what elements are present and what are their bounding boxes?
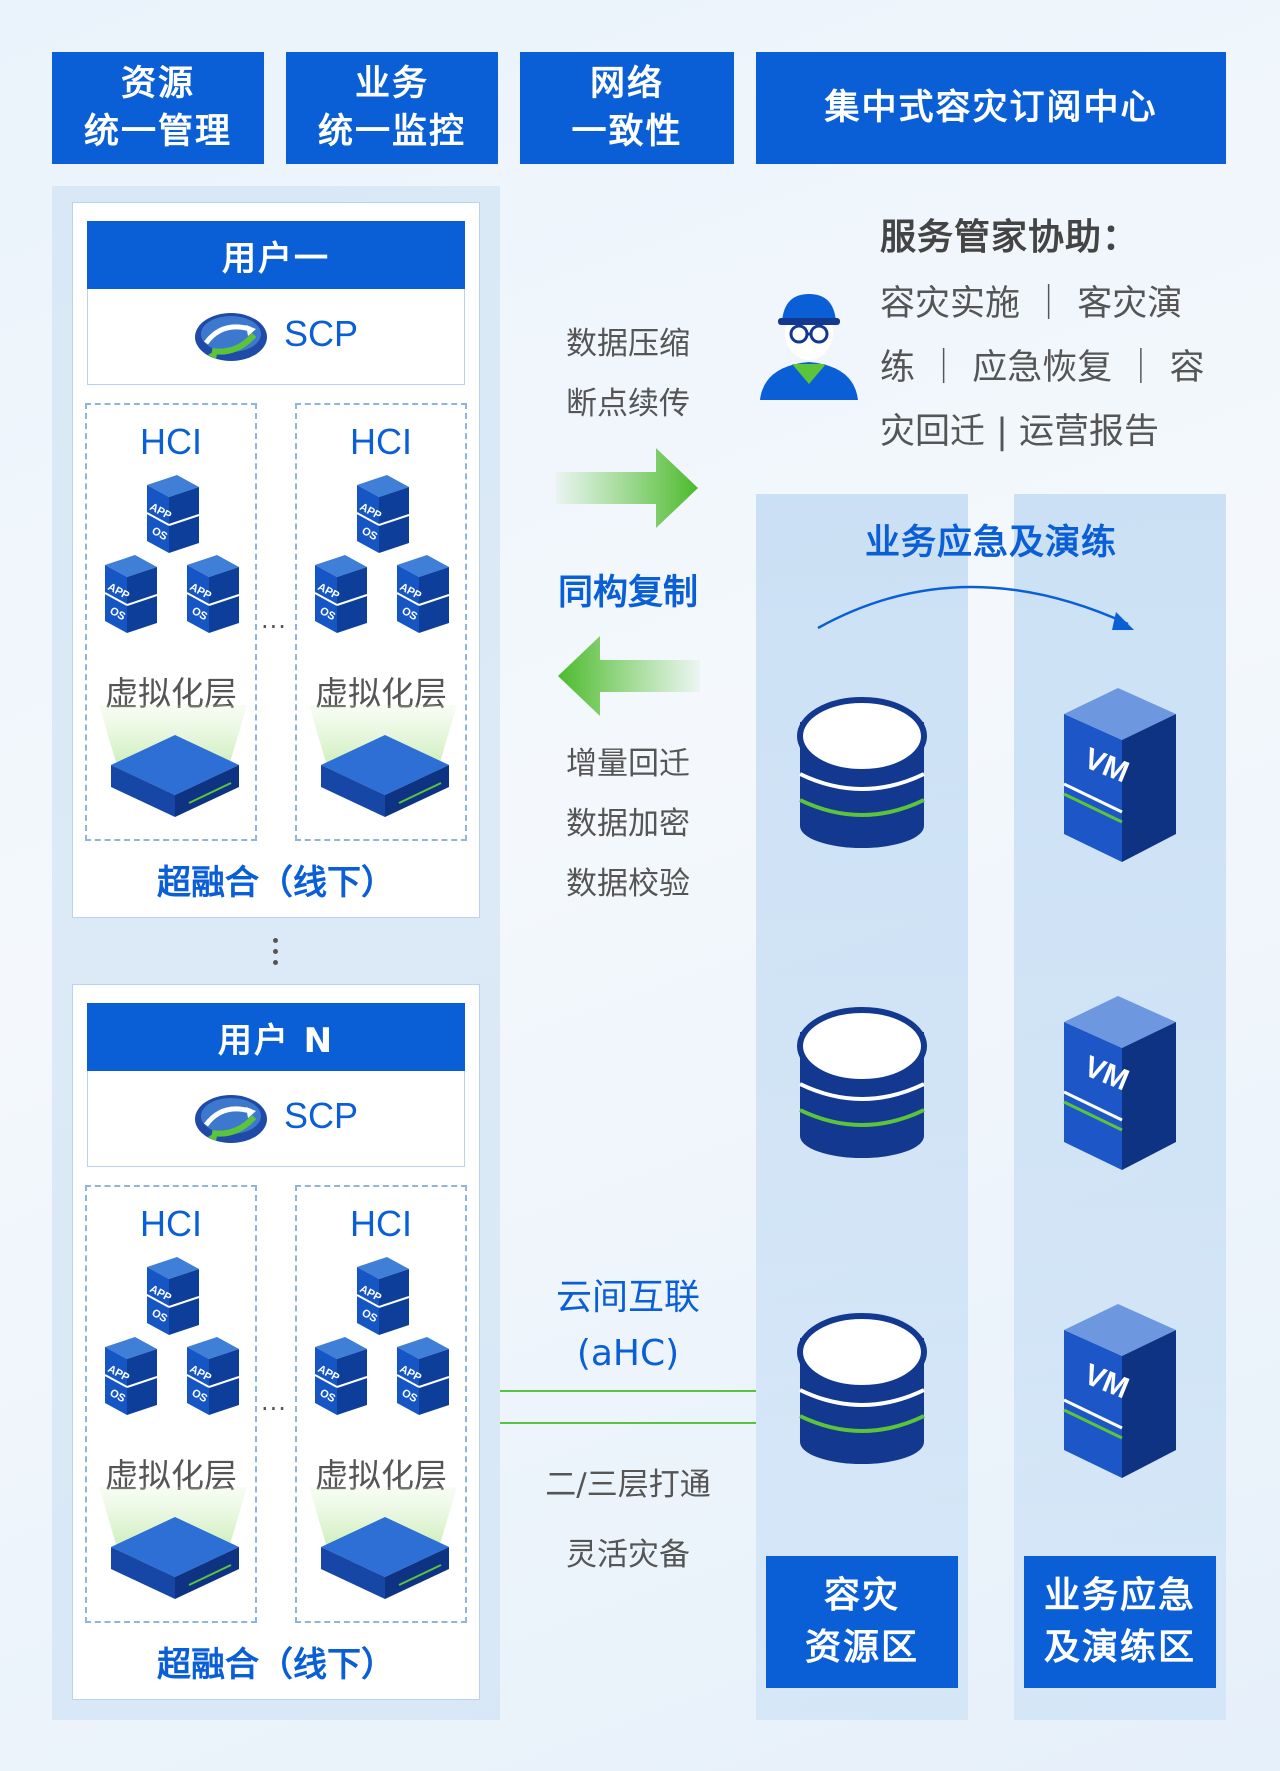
zone-label-line: 业务应急 — [1043, 1575, 1196, 1616]
app-os-cube-icon: APP OS — [314, 1337, 368, 1415]
database-icon — [797, 1313, 927, 1464]
service-engineer-avatar-icon — [760, 294, 858, 400]
hci-title: HCI — [350, 421, 412, 462]
service-line: 容灾实施 ｜ 客灾演 — [880, 284, 1183, 324]
app-os-cube-icon: APP OS — [314, 555, 368, 633]
feature-list-top: 数据压缩 断点续传 — [500, 314, 756, 434]
app-os-cube-icon: APP OS — [104, 555, 158, 633]
app-os-cube-icon: APP OS — [104, 1337, 158, 1415]
header-line: 一致性 — [571, 112, 683, 152]
scp-cloud-icon — [195, 313, 267, 361]
database-icon — [797, 697, 927, 848]
network-features: 二/三层打通 灵活灾备 — [500, 1450, 756, 1590]
hci-node: HCI APP OS APP OS APP OS — [295, 1185, 467, 1623]
scp-cloud-icon — [195, 1095, 267, 1143]
hci-ellipsis: ··· — [261, 1395, 287, 1423]
network-link-line — [500, 1390, 756, 1392]
hyperconverged-offline-label: 超融合（线下） — [157, 863, 395, 903]
feature-item: 数据压缩 — [566, 326, 690, 362]
zone-label-line: 容灾 — [823, 1575, 900, 1616]
service-assist-title: 服务管家协助： — [880, 217, 1140, 258]
vm-icon: VM — [1063, 996, 1176, 1170]
hci-ellipsis: ··· — [261, 613, 287, 641]
drill-zone-label: 业务应急 及演练区 — [1024, 1556, 1216, 1688]
feature-item: 数据校验 — [566, 866, 690, 902]
scp-label: SCP — [284, 313, 359, 354]
dr-resource-zone-label: 容灾 资源区 — [766, 1556, 958, 1688]
cloud-interconnect-label: 云间互联 (aHC) — [500, 1270, 756, 1382]
service-line: 练 ｜ 应急恢复 ｜ 容 — [880, 348, 1205, 388]
header-business-monitoring: 业务 统一监控 — [286, 52, 498, 164]
homogeneous-replication-label: 同构复制 — [557, 573, 698, 613]
service-assist-list: 容灾实施 ｜ 客灾演 练 ｜ 应急恢复 ｜ 容 灾回迁 | 运营报告 — [880, 272, 1210, 464]
app-os-cube-icon: APP OS — [396, 555, 450, 633]
hci-node: HCI APP OS APP OS APP OS — [85, 1185, 257, 1623]
app-os-cube-icon: APP OS — [186, 555, 240, 633]
user-panel-1: 用户一 SCP HCI APP OS APP — [72, 202, 480, 918]
vm-icon: VM — [1063, 688, 1176, 862]
user-title: 用户 N — [87, 1003, 465, 1071]
hci-node: HCI APP OS APP OS APP OS — [85, 403, 257, 841]
interconnect-line: 云间互联 — [555, 1277, 700, 1318]
interconnect-line: (aHC) — [576, 1333, 680, 1374]
hci-server-appliance-icon — [111, 1517, 239, 1599]
app-os-cube-icon: APP OS — [396, 1337, 450, 1415]
feature-item: 增量回迁 — [566, 746, 690, 782]
app-os-cube-icon: APP OS — [356, 1257, 410, 1335]
feature-item: 二/三层打通 — [545, 1467, 711, 1503]
curved-arrow-icon — [817, 585, 1134, 630]
scp-label: SCP — [284, 1095, 359, 1136]
header-line: 统一管理 — [83, 112, 232, 152]
vertical-ellipsis-icon — [272, 938, 280, 971]
app-os-cube-icon: APP OS — [186, 1337, 240, 1415]
hyperconverged-offline-label: 超融合（线下） — [157, 1645, 395, 1685]
hci-title: HCI — [350, 1203, 412, 1244]
feature-list-bottom: 增量回迁 数据加密 数据校验 — [500, 734, 756, 914]
zone-label-line: 及演练区 — [1043, 1627, 1196, 1668]
feature-item: 灵活灾备 — [566, 1537, 690, 1573]
arrow-left-icon — [558, 636, 700, 716]
user-title: 用户一 — [87, 221, 465, 289]
header-resource-management: 资源 统一管理 — [52, 52, 264, 164]
header-line: 网络 — [589, 64, 664, 104]
feature-item: 数据加密 — [566, 806, 690, 842]
arrow-right-icon — [556, 448, 698, 528]
hci-server-appliance-icon — [111, 735, 239, 817]
business-emergency-drill-title: 业务应急及演练 — [864, 523, 1117, 563]
feature-item: 断点续传 — [566, 386, 690, 422]
header-line: 统一监控 — [317, 112, 466, 152]
zone-label-line: 资源区 — [804, 1627, 919, 1668]
header-line: 业务 — [354, 64, 429, 104]
hci-title: HCI — [140, 421, 202, 462]
app-os-cube-icon: APP OS — [146, 475, 200, 553]
hci-server-appliance-icon — [321, 735, 449, 817]
header-line: 资源 — [120, 64, 195, 104]
user-panel-n: 用户 N SCP HCI APP OS APP — [72, 984, 480, 1700]
hci-server-appliance-icon — [321, 1517, 449, 1599]
scp-box: SCP — [87, 289, 465, 385]
app-os-cube-icon: APP OS — [356, 475, 410, 553]
service-line: 灾回迁 | 运营报告 — [880, 412, 1160, 452]
header-line: 集中式容灾订阅中心 — [824, 88, 1158, 128]
hci-node: HCI APP OS APP OS APP OS — [295, 403, 467, 841]
scp-box: SCP — [87, 1071, 465, 1167]
vm-icon: VM — [1063, 1304, 1176, 1478]
database-icon — [797, 1007, 927, 1158]
app-os-cube-icon: APP OS — [146, 1257, 200, 1335]
header-network-consistency: 网络 一致性 — [520, 52, 734, 164]
network-link-line — [500, 1422, 756, 1424]
hci-title: HCI — [140, 1203, 202, 1244]
header-dr-subscription-center: 集中式容灾订阅中心 — [756, 52, 1226, 164]
